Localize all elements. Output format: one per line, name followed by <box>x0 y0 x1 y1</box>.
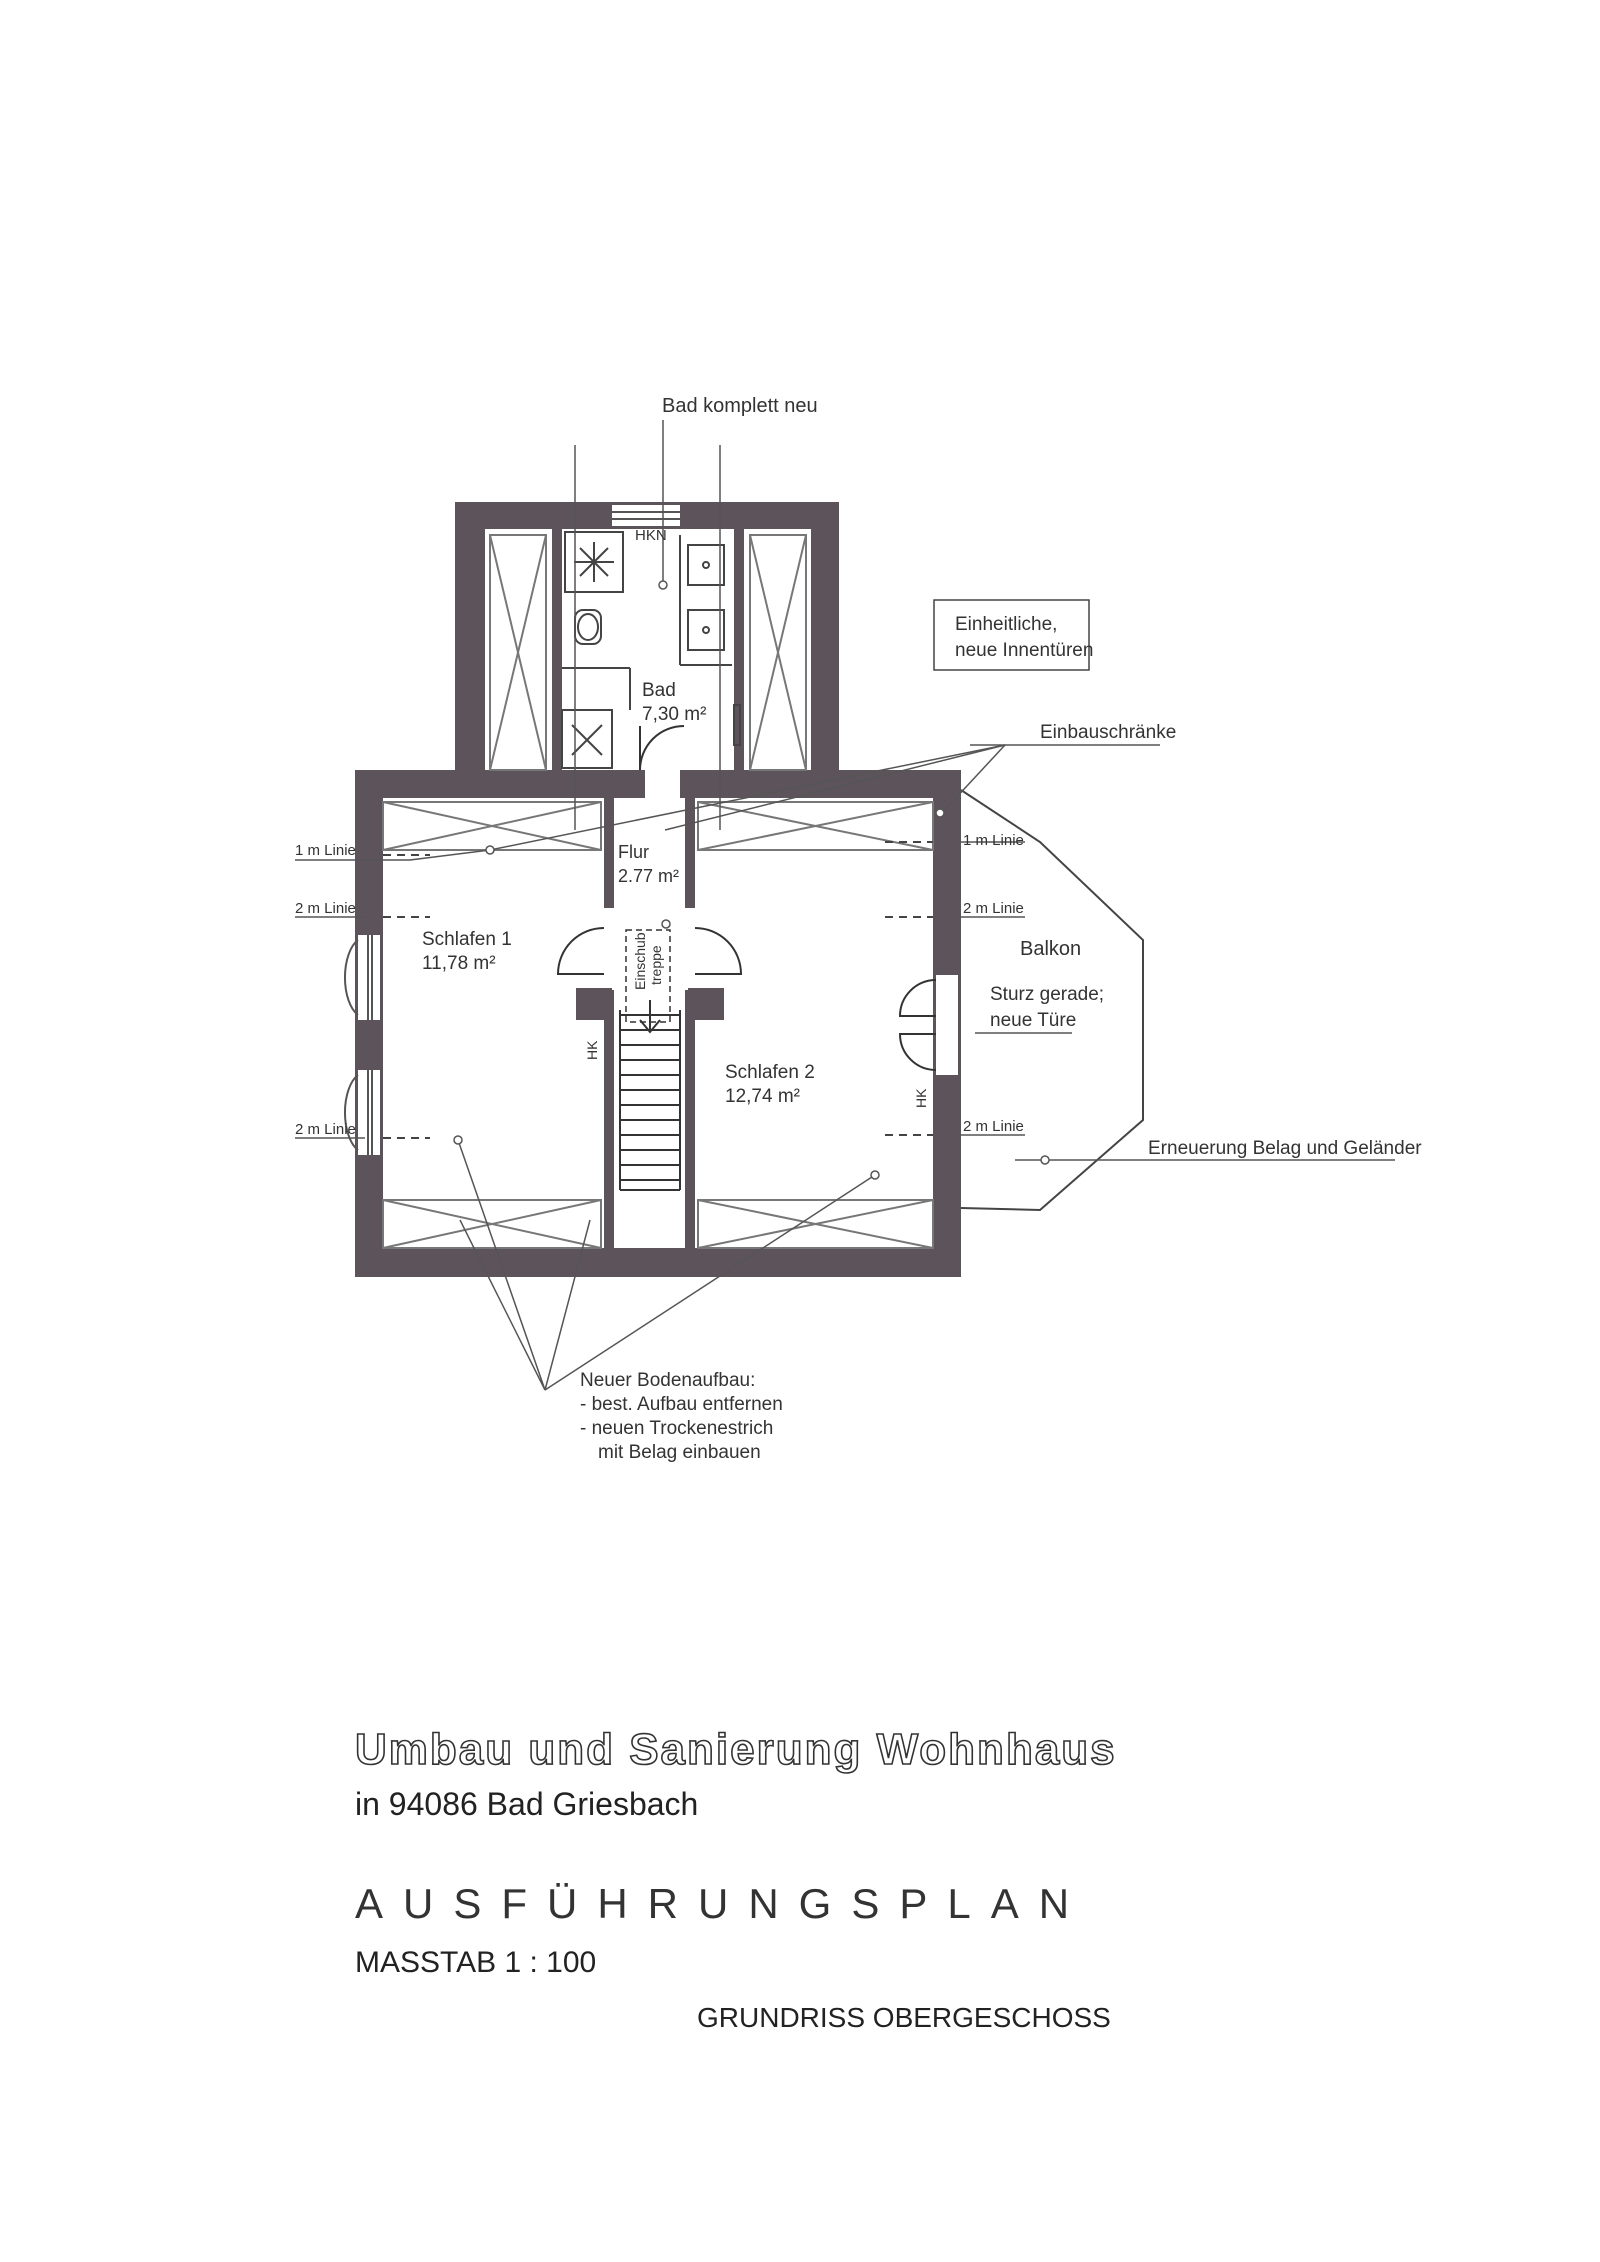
erneuerung-label: Erneuerung Belag und Geländer <box>1148 1138 1422 1159</box>
window-marks <box>344 511 680 1155</box>
einschubtreppe-label-1: Einschub <box>632 932 648 990</box>
sheet-title: GRUNDRISS OBERGESCHOSS <box>697 2002 1111 2033</box>
floor-plan: Einschub treppe Balkon Bad 7,30 m² Flur … <box>295 395 1422 1463</box>
bodenaufbau-label-3: - neuen Trockenestrich <box>580 1418 773 1439</box>
linie-2m-left-top-label: 2 m Linie <box>295 900 356 917</box>
bad-komplett-neu-label: Bad komplett neu <box>662 395 818 417</box>
project-location: in 94086 Bad Griesbach <box>355 1786 699 1822</box>
balcony-outline <box>960 789 1144 1212</box>
room-schlafen2-area: 12,74 m² <box>725 1086 800 1107</box>
room-flur-area: 2.77 m² <box>618 866 679 886</box>
attic-hatch <box>625 929 671 1023</box>
innentueren-label-1: Einheitliche, <box>955 614 1057 635</box>
project-title: Umbau und Sanierung Wohnhaus <box>354 1724 1117 1775</box>
wall-openings <box>358 505 958 1155</box>
sturz-label-2: neue Türe <box>990 1010 1076 1031</box>
linie-1m-right-label: 1 m Linie <box>963 832 1024 849</box>
linie-2m-left-bottom-label: 2 m Linie <box>295 1121 356 1138</box>
linie-2m-right-bottom-label: 2 m Linie <box>963 1118 1024 1135</box>
walls <box>355 502 961 1277</box>
scale-label: MASSTAB 1 : 100 <box>355 1946 597 1979</box>
einbauschraenke-label: Einbauschränke <box>1040 722 1176 743</box>
sturz-label-1: Sturz gerade; <box>990 984 1104 1005</box>
innentueren-box <box>933 599 1090 671</box>
room-schlafen1-name: Schlafen 1 <box>422 929 512 950</box>
leader-lines <box>295 420 1395 1391</box>
staircase <box>619 1000 681 1191</box>
hkn-label: HKN <box>635 527 667 544</box>
bodenaufbau-label-1: Neuer Bodenaufbau: <box>580 1370 755 1391</box>
built-in-cabinets <box>382 534 934 1249</box>
bodenaufbau-label-4: mit Belag einbauen <box>598 1442 761 1463</box>
hk-label-left: HK <box>584 1040 600 1060</box>
plan-type: AUSFÜHRUNGSPLAN <box>355 1880 1090 1927</box>
room-schlafen2-name: Schlafen 2 <box>725 1062 815 1083</box>
doors <box>556 725 937 1071</box>
innentueren-label-2: neue Innentüren <box>955 640 1093 661</box>
room-bad-name: Bad <box>642 680 676 701</box>
room-schlafen1-area: 11,78 m² <box>422 953 496 974</box>
dimension-dashes <box>383 841 933 1139</box>
bathroom-fixtures <box>561 531 741 769</box>
linie-1m-left-label: 1 m Linie <box>295 842 356 859</box>
room-balkon-name: Balkon <box>1020 938 1081 960</box>
linie-2m-right-top-label: 2 m Linie <box>963 900 1024 917</box>
room-bad-area: 7,30 m² <box>642 704 706 725</box>
einschubtreppe-label-2: treppe <box>648 945 664 985</box>
hk-label-right: HK <box>913 1088 929 1108</box>
annotation-dots <box>453 580 1050 1180</box>
room-flur-name: Flur <box>618 842 649 862</box>
bodenaufbau-label-2: - best. Aufbau entfernen <box>580 1394 783 1415</box>
